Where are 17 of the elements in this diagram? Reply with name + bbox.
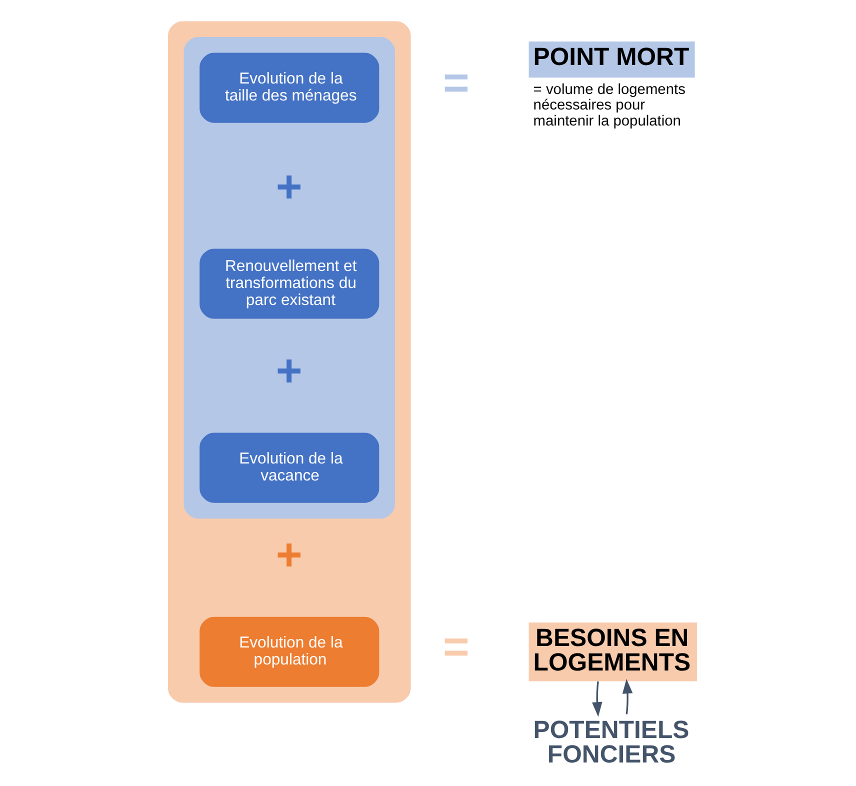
- node-box: Evolution de la population: [200, 616, 380, 687]
- label: =: [442, 621, 470, 672]
- arrow: [592, 681, 602, 717]
- node-box: Evolution de la taille des ménages: [200, 52, 380, 123]
- node-box: POINT MORT: [528, 42, 695, 78]
- cluster: [184, 37, 395, 519]
- node-text: POTENTIELS FONCIERS: [533, 716, 690, 769]
- node-box: Evolution de la vacance: [200, 432, 380, 503]
- label: +: [276, 344, 302, 396]
- node-label: = volume de logements nécessaires pour maintenir la population: [533, 82, 686, 130]
- node-box: Renouvellement et transformations du parc existant: [200, 248, 380, 319]
- label: =: [442, 56, 470, 108]
- arrow: [622, 678, 633, 714]
- label: +: [276, 529, 302, 580]
- node-box: BESOINS EN LOGEMENTS: [528, 622, 698, 682]
- cluster: [168, 21, 411, 703]
- label: +: [276, 160, 302, 212]
